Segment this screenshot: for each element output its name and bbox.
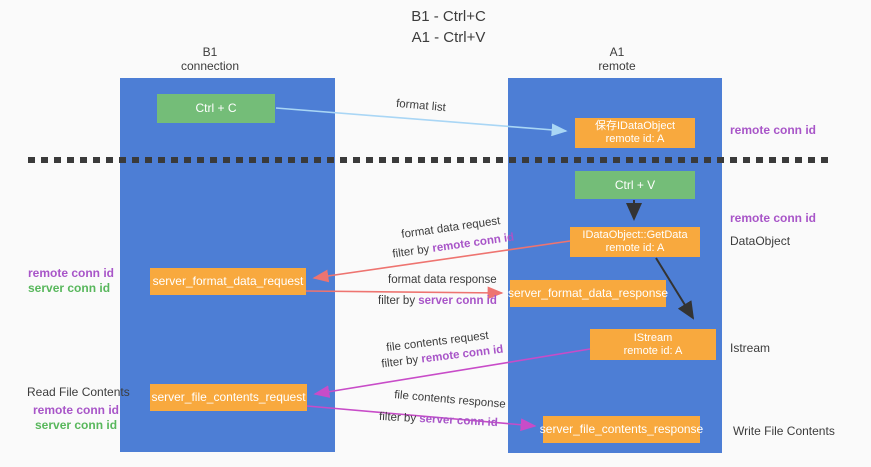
column-a1-name: A1 xyxy=(609,45,625,59)
remote-conn-id-annotation-bottom-left: remote conn id xyxy=(33,403,120,417)
istream-line2: remote id: A xyxy=(623,344,683,357)
title-line-a1: A1 - Ctrl+V xyxy=(411,29,486,46)
istream-annotation: Istream xyxy=(730,341,771,355)
filter-by-prefix: filter by xyxy=(391,242,434,261)
remote-conn-id-annotation-mid-left: remote conn id xyxy=(28,266,115,280)
server-conn-id-annotation-mid-left: server conn id xyxy=(28,281,111,295)
server-conn-id-annotation-bottom-left: server conn id xyxy=(35,418,118,432)
filter-by-prefix: filter by xyxy=(378,295,419,307)
server-file-contents-request-label: server_file_contents_request xyxy=(151,390,306,404)
remote-conn-id-annotation-mid-right: remote conn id xyxy=(730,211,817,225)
ctrl-v-node: Ctrl + V xyxy=(575,171,695,199)
server-format-data-response-label: server_format_data_response xyxy=(507,286,669,300)
filter-by-prefix: filter by xyxy=(378,410,420,425)
server-file-contents-response-label: server_file_contents_response xyxy=(539,422,704,436)
dataobject-annotation: DataObject xyxy=(730,234,791,248)
column-b1-role: connection xyxy=(180,59,240,73)
getdata-line1: IDataObject::GetData xyxy=(582,229,688,241)
filter-by-prefix: filter by xyxy=(380,353,423,371)
title-line-b1: B1 - Ctrl+C xyxy=(411,8,486,25)
server-file-contents-request-node: server_file_contents_request xyxy=(150,384,307,411)
column-b1-name: B1 xyxy=(202,45,218,59)
idataobject-getdata-node: IDataObject::GetData remote id: A xyxy=(570,227,700,257)
remote-conn-id-annotation-top-right: remote conn id xyxy=(730,123,817,137)
read-file-contents-annotation: Read File Contents xyxy=(27,385,130,399)
server-file-contents-response-node: server_file_contents_response xyxy=(539,416,704,443)
server-format-data-response-node: server_format_data_response xyxy=(507,280,669,307)
session-divider-dashed-line xyxy=(28,157,834,163)
server-format-data-request-node: server_format_data_request xyxy=(150,268,306,295)
save-idataobject-line1: 保存IDataObject xyxy=(594,120,676,132)
column-header-b1: B1 connection xyxy=(140,45,280,73)
istream-line1: IStream xyxy=(633,331,673,344)
file-contents-response-flow-label: file contents response xyxy=(393,389,507,411)
diagram-title: B1 - Ctrl+C A1 - Ctrl+V xyxy=(26,6,871,48)
ctrl-c-node: Ctrl + C xyxy=(157,94,275,123)
ctrl-c-label: Ctrl + C xyxy=(195,101,237,115)
server-conn-id-key: server conn id xyxy=(418,295,497,307)
save-idataobject-line2: remote id: A xyxy=(605,133,665,145)
format-data-response-filter-label: filter by server conn id xyxy=(378,295,497,307)
getdata-line2: remote id: A xyxy=(605,242,665,254)
format-data-response-arrow xyxy=(305,286,504,300)
server-format-data-request-label: server_format_data_request xyxy=(152,274,304,288)
format-list-flow-label: format list xyxy=(395,97,447,115)
remote-conn-id-key: remote conn id xyxy=(431,231,515,255)
column-header-a1: A1 remote xyxy=(547,45,687,73)
save-idataobject-node: 保存IDataObject remote id: A xyxy=(575,118,695,148)
write-file-contents-annotation: Write File Contents xyxy=(733,424,835,438)
istream-node: IStream remote id: A xyxy=(590,329,716,360)
ctrl-v-label: Ctrl + V xyxy=(614,177,656,192)
server-conn-id-key: server conn id xyxy=(418,413,499,430)
format-data-response-flow-label: format data response xyxy=(388,274,497,286)
file-contents-response-filter-label: filter by server conn id xyxy=(379,411,498,429)
column-a1-role: remote xyxy=(598,59,636,73)
